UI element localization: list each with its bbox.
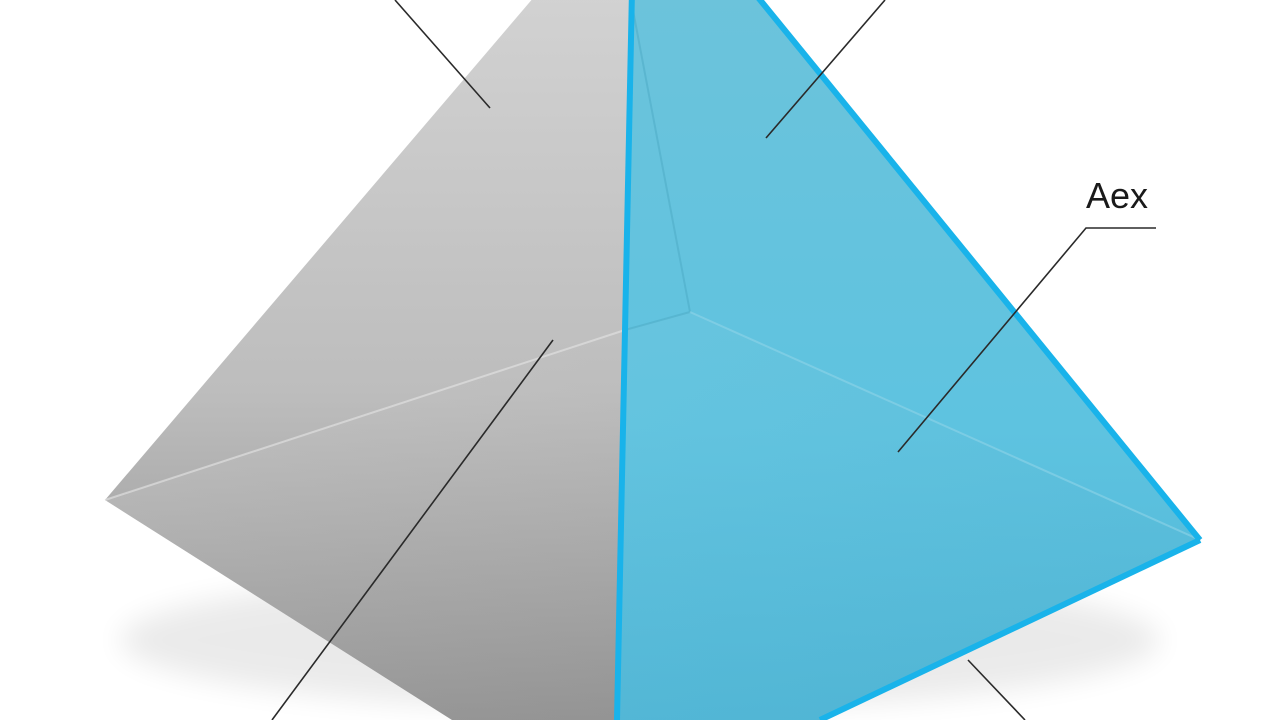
leader-line-bottom-right (967, 659, 1026, 720)
pyramid-left-inner-plane (105, 330, 625, 720)
pyramid-center-edge (614, 0, 635, 720)
leader-line-bottom-left (271, 339, 554, 720)
leader-line-top-right (765, 0, 886, 139)
pyramid-right-edge (756, 0, 1203, 542)
leader-line-top-left (394, 0, 491, 109)
leader-line-apex (897, 227, 1156, 453)
pyramid-right-inner-edge (689, 311, 1201, 541)
pyramid-right-inner-plane (618, 312, 1200, 720)
pyramid-bottom-edge (818, 537, 1202, 720)
apex-label: Aex (1086, 175, 1148, 216)
pyramid-left-inner-edge (104, 329, 626, 501)
